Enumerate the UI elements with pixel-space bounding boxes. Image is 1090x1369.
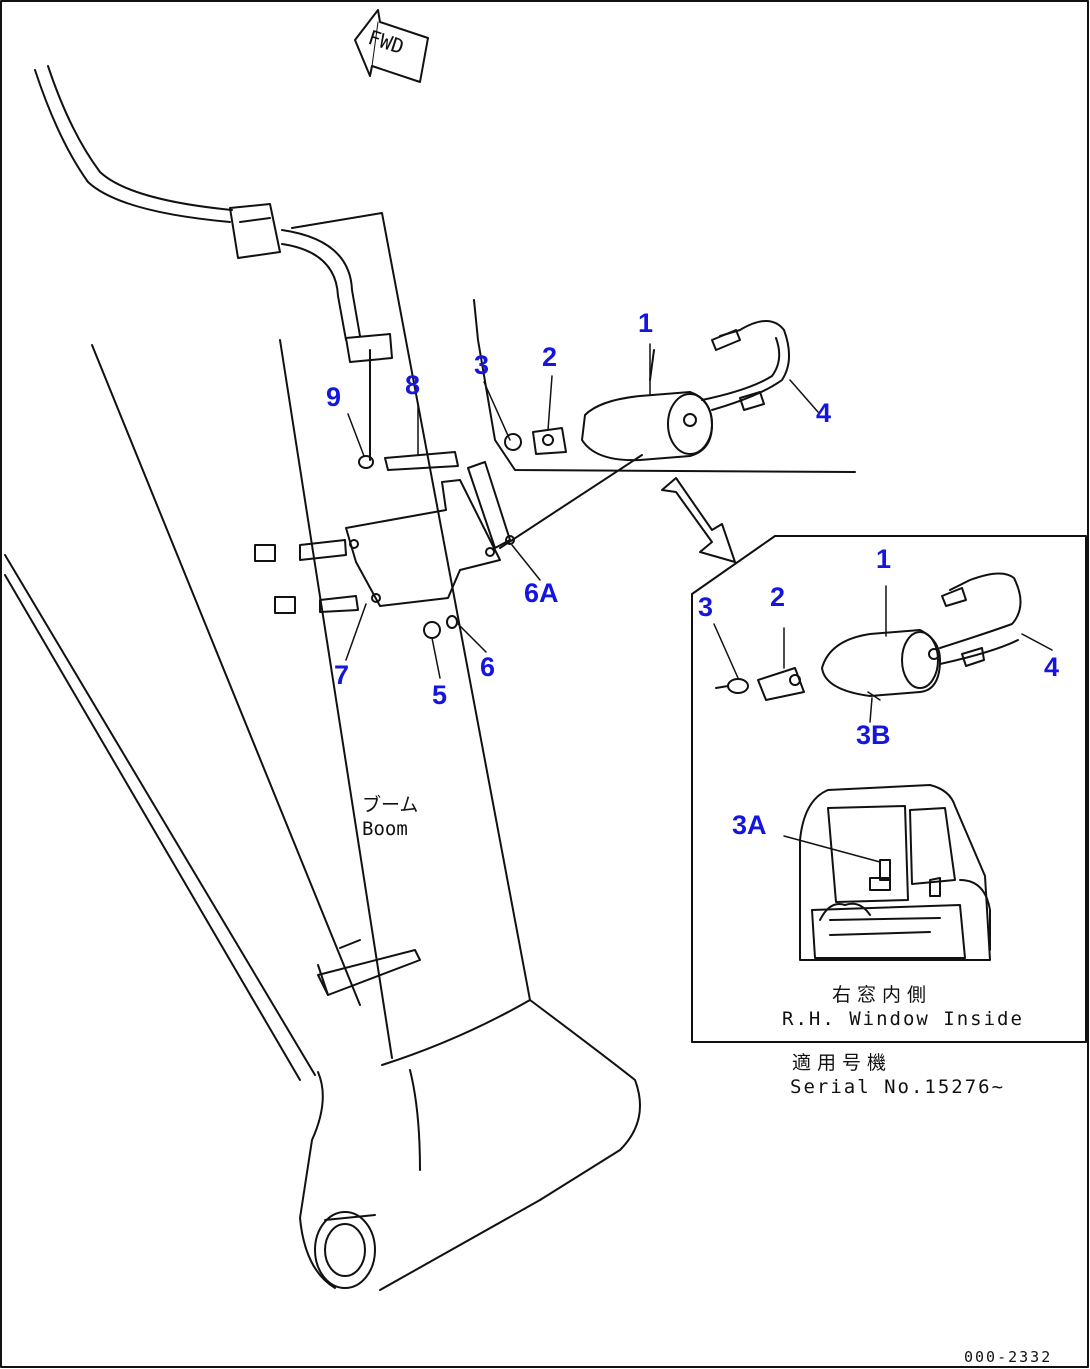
- callout-1: 1: [638, 308, 654, 338]
- window-label-jp: 右窓内側: [832, 984, 933, 1006]
- detail-callout-4: 4: [1044, 652, 1060, 682]
- callout-4: 4: [816, 398, 832, 428]
- callout-6: 6: [480, 652, 496, 682]
- drawing-number: 000-2332: [964, 1348, 1053, 1366]
- boom-outline: [4, 212, 641, 1291]
- callout-7: 7: [334, 660, 350, 690]
- leader-lines: [345, 343, 819, 679]
- detail-arrow-icon: [661, 477, 736, 563]
- callout-6a: 6A: [524, 578, 559, 608]
- boom-label-en: Boom: [362, 818, 408, 840]
- serial-label-en: Serial No.15276~: [790, 1076, 1006, 1098]
- detail-callout-2: 2: [770, 582, 786, 612]
- detail-callout-3: 3: [698, 592, 714, 622]
- hydraulic-hose: [34, 65, 393, 363]
- detail-callout-3a: 3A: [732, 810, 767, 840]
- fwd-arrow-icon: [354, 9, 429, 83]
- bracket-assembly: [254, 299, 856, 639]
- detail-box: [691, 535, 1087, 1043]
- boom-label-jp: ブーム: [362, 794, 419, 816]
- detail-callout-1: 1: [876, 544, 892, 574]
- window-label-en: R.H. Window Inside: [782, 1008, 1024, 1030]
- callout-9: 9: [326, 382, 342, 412]
- callout-2: 2: [542, 342, 558, 372]
- callout-8: 8: [405, 370, 421, 400]
- detail-callout-3b: 3B: [856, 720, 891, 750]
- callout-5: 5: [432, 680, 448, 710]
- callout-3: 3: [474, 350, 490, 380]
- serial-label-jp: 適用号機: [792, 1052, 893, 1074]
